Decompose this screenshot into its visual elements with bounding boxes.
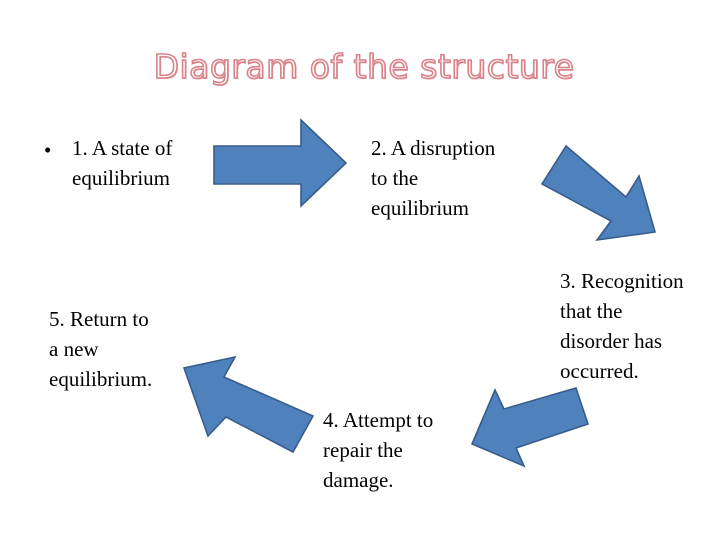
step-5-label: 5. Return to a new equilibrium. <box>49 307 153 391</box>
arrow-4-to-5-icon <box>182 355 315 454</box>
bullet-marker: • <box>44 138 52 162</box>
step-4-label: 4. Attempt to repair the damage. <box>323 408 434 492</box>
step-1-label: 1. A state of equilibrium <box>72 136 173 190</box>
step-2-label: 2. A disruption to the equilibrium <box>371 136 496 220</box>
arrow-3-to-4-icon <box>470 387 590 468</box>
arrow-2-to-3-icon <box>540 144 657 242</box>
page-title: Diagram of the structure <box>153 46 575 87</box>
arrow-1-to-2-icon <box>213 118 348 208</box>
step-3-label: 3. Recognition that the disorder has occ… <box>560 269 684 383</box>
